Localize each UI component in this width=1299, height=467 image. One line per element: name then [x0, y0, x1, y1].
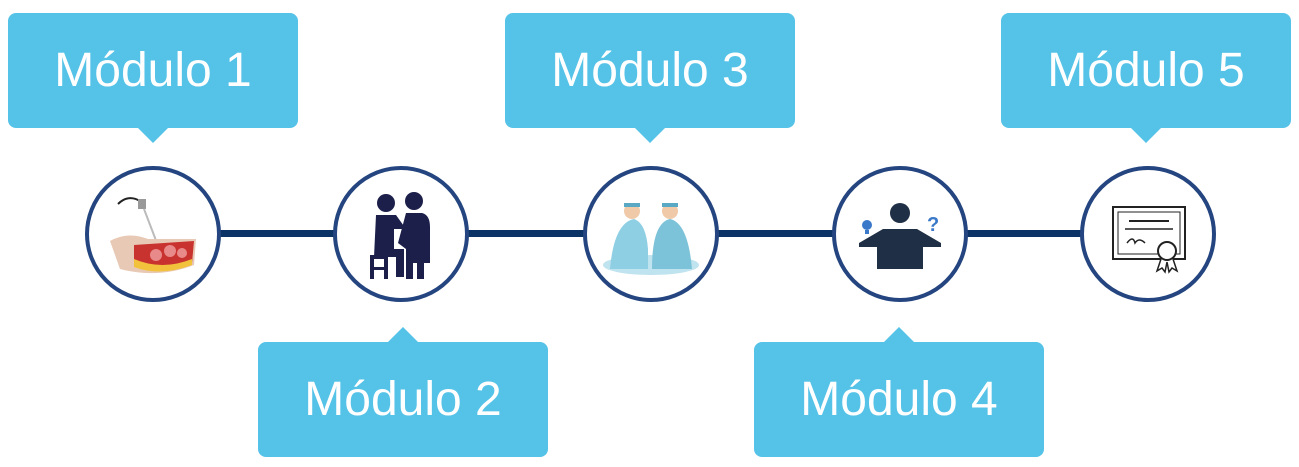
certificate-icon: [1112, 206, 1186, 274]
module-2-label: Módulo 2: [304, 373, 502, 426]
module-4-label-box: Módulo 4: [754, 327, 1044, 457]
module-4-label: Módulo 4: [800, 373, 998, 426]
module-2-label-box: Módulo 2: [258, 327, 548, 457]
svg-text:?: ?: [927, 214, 939, 236]
module-5-node: [1080, 166, 1216, 302]
surgeons-operating-icon: [603, 203, 699, 275]
doctor-patient-icon: [370, 192, 430, 279]
module-1-label-box: Módulo 1: [8, 13, 298, 143]
module-3-label-box: Módulo 3: [505, 13, 795, 143]
module-3-label: Módulo 3: [551, 44, 749, 97]
module-5-label: Módulo 5: [1047, 44, 1245, 97]
module-2-node: [333, 166, 469, 302]
module-1-node: [85, 166, 221, 302]
laparoscopy-icon: [110, 197, 196, 274]
module-3-node: [583, 166, 719, 302]
person-idea-question-icon: ?: [859, 203, 941, 269]
module-4-node: ?: [832, 166, 968, 302]
module-5-label-box: Módulo 5: [1001, 13, 1291, 143]
module-1-label: Módulo 1: [54, 44, 252, 97]
